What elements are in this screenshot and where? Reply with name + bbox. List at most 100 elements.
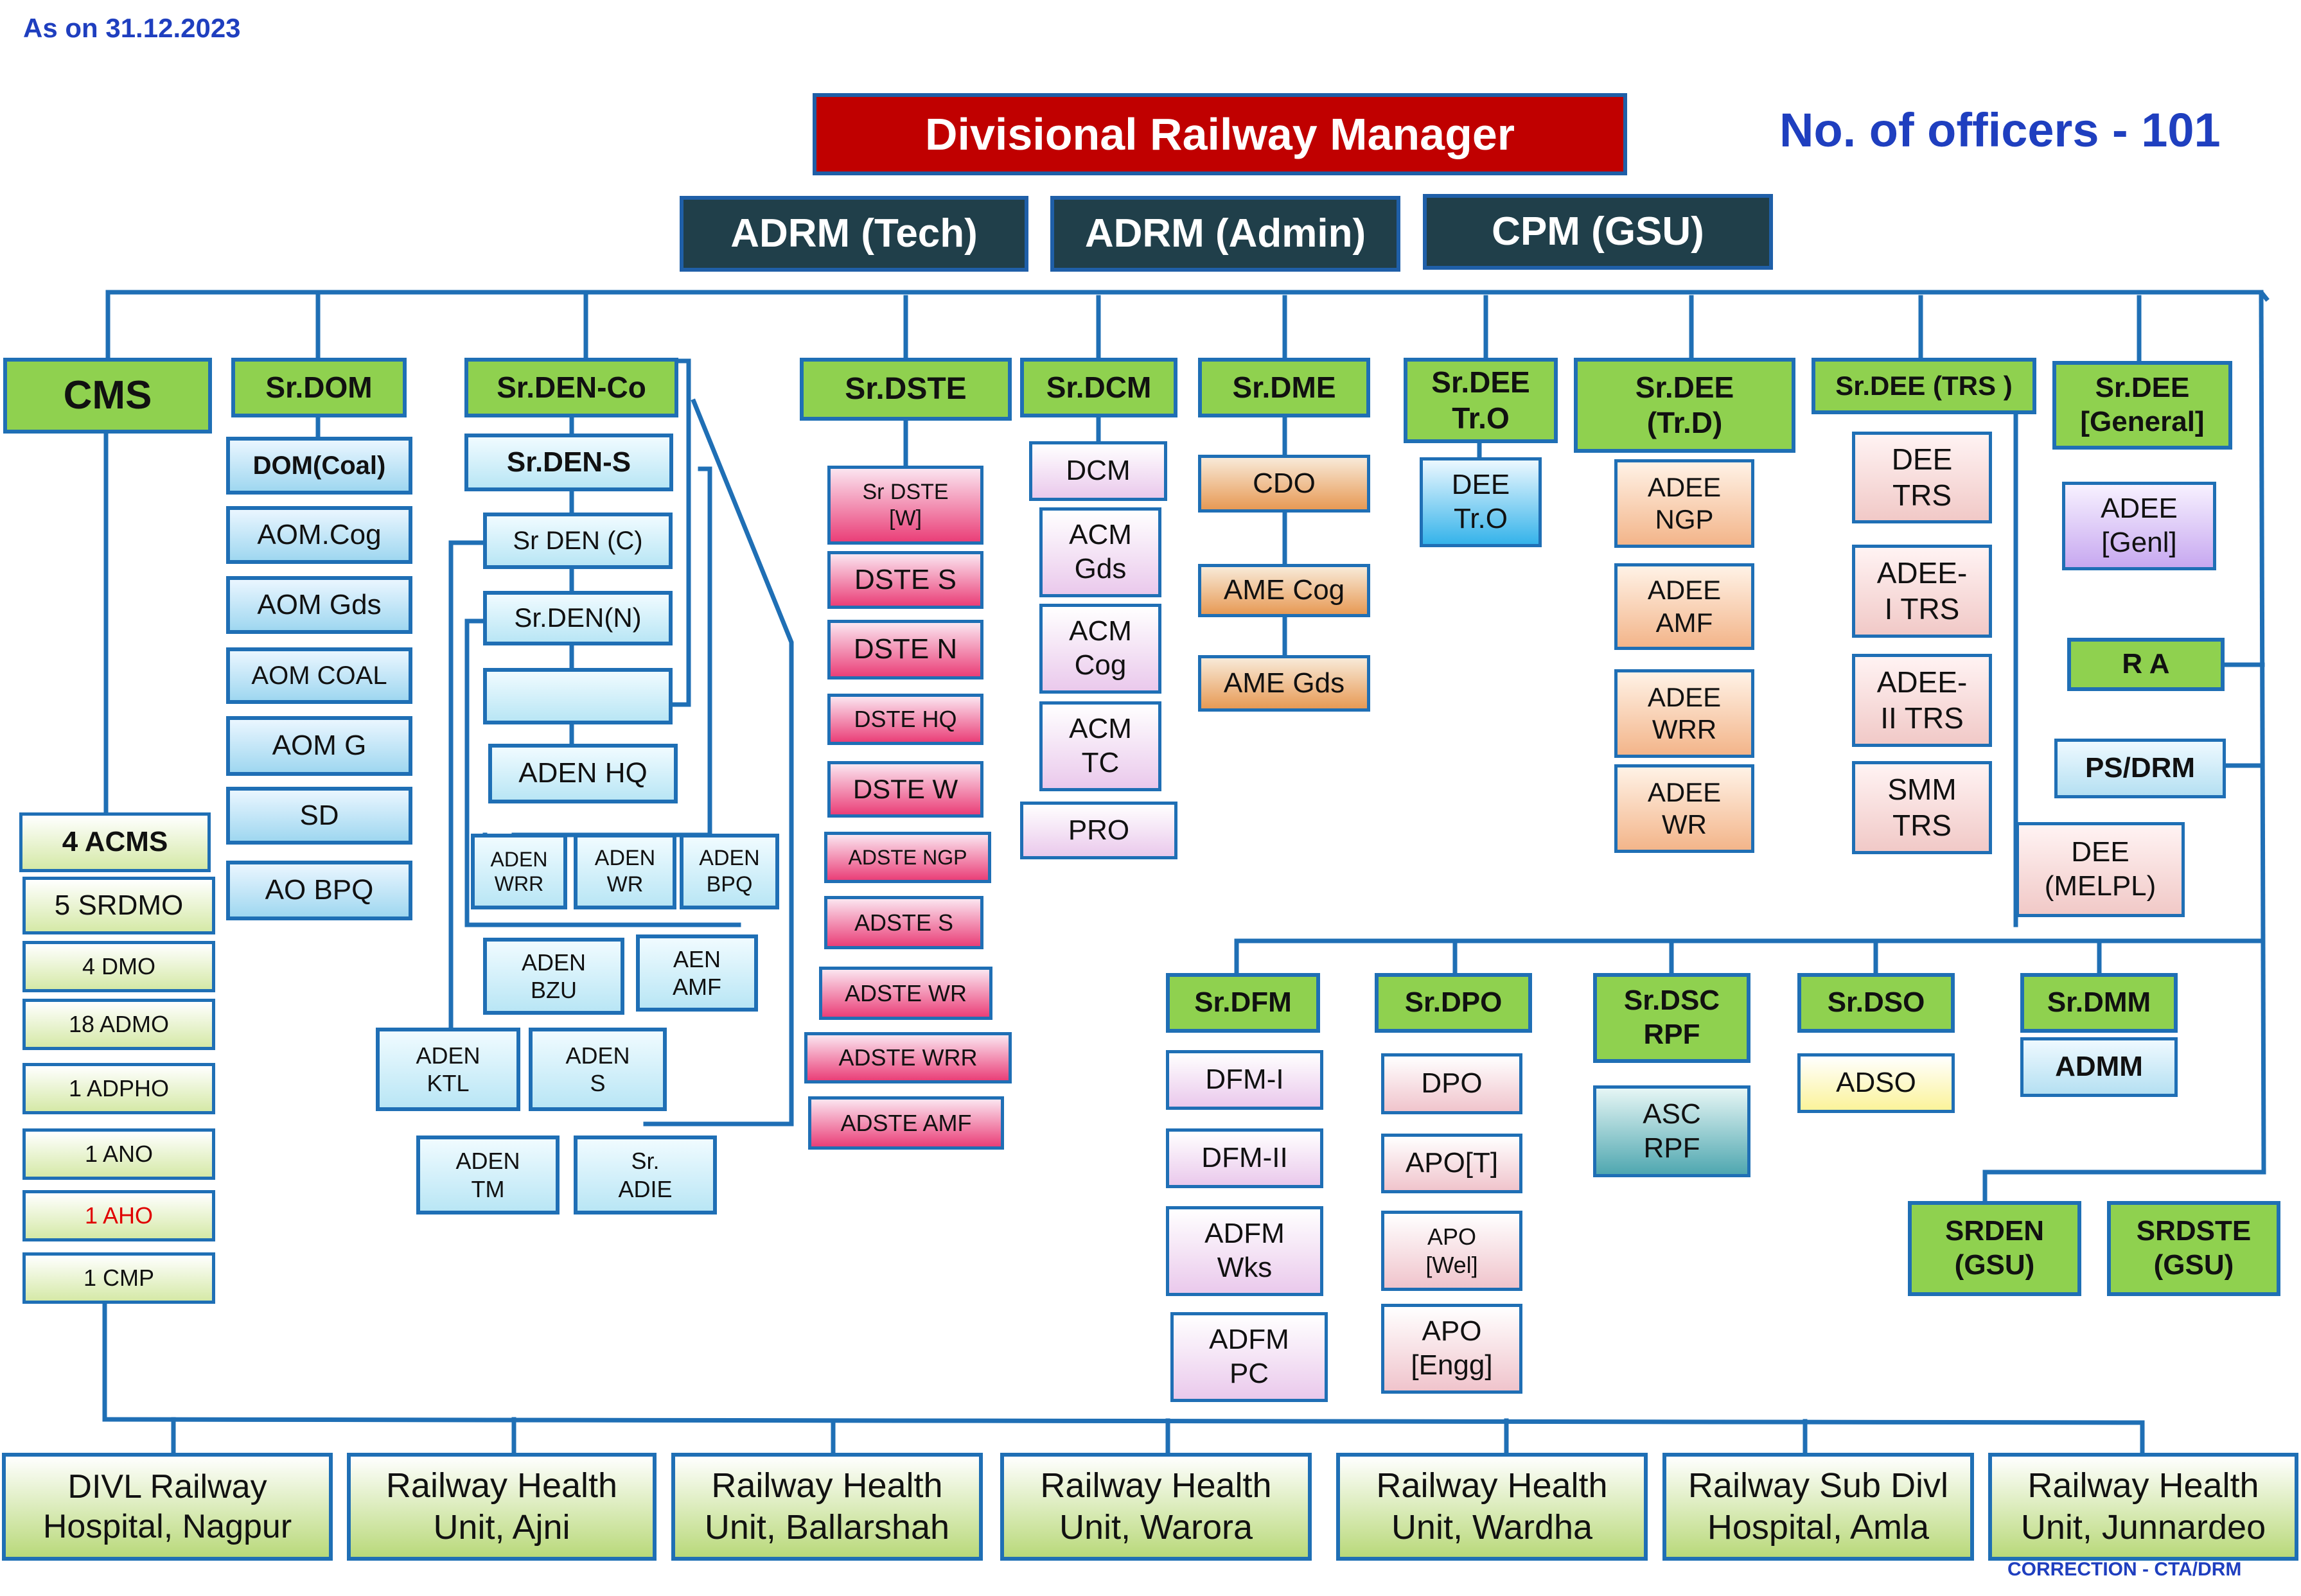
adee-wr-box[interactable]: ADEE WR	[1614, 764, 1754, 853]
admm-box[interactable]: ADMM	[2020, 1037, 2178, 1097]
dste-n-box[interactable]: DSTE N	[827, 620, 983, 680]
srden-c-box[interactable]: Sr DEN (C)	[483, 513, 673, 569]
srdee-tro-box[interactable]: Sr.DEE Tr.O	[1404, 358, 1558, 443]
cpm-gsu-box[interactable]: CPM (GSU)	[1423, 194, 1773, 270]
srden-s-box[interactable]: Sr.DEN-S	[464, 434, 673, 491]
dee-trs-box[interactable]: DEE TRS	[1852, 432, 1992, 523]
health-unit-warora[interactable]: Railway Health Unit, Warora	[1000, 1453, 1312, 1561]
adste-amf-box[interactable]: ADSTE AMF	[808, 1096, 1004, 1150]
dfm-i-box[interactable]: DFM-I	[1166, 1050, 1323, 1110]
pro-box[interactable]: PRO	[1020, 802, 1177, 859]
ao-bpq-box[interactable]: AO BPQ	[226, 861, 412, 920]
sr-dste-w-box[interactable]: Sr DSTE [W]	[827, 466, 983, 545]
drm-box[interactable]: Divisional Railway Manager	[813, 93, 1627, 175]
dom-coal-box[interactable]: DOM(Coal)	[226, 437, 412, 495]
apo-t-box[interactable]: APO[T]	[1381, 1134, 1522, 1193]
srdmm-box[interactable]: Sr.DMM	[2020, 973, 2178, 1033]
acm-tc-box[interactable]: ACM TC	[1039, 701, 1161, 791]
asc-rpf-box[interactable]: ASC RPF	[1593, 1085, 1750, 1177]
cms-unit-1-ano[interactable]: 1 ANO	[22, 1128, 215, 1180]
aden-ktl-box[interactable]: ADEN KTL	[376, 1028, 520, 1111]
srdste-gsu-box[interactable]: SRDSTE (GSU)	[2107, 1201, 2280, 1296]
dee-tro-box[interactable]: DEE Tr.O	[1420, 457, 1542, 547]
health-unit-wardha[interactable]: Railway Health Unit, Wardha	[1336, 1453, 1648, 1561]
aom-gds-box[interactable]: AOM Gds	[226, 576, 412, 634]
srdste-box[interactable]: Sr.DSTE	[800, 358, 1012, 421]
aden-s-box[interactable]: ADEN S	[529, 1028, 667, 1111]
acm-gds-box[interactable]: ACM Gds	[1039, 507, 1161, 597]
psdrm-box[interactable]: PS/DRM	[2054, 739, 2226, 798]
adste-wr-box[interactable]: ADSTE WR	[819, 967, 992, 1020]
adrm-tech-box[interactable]: ADRM (Tech)	[680, 196, 1028, 272]
dfm-ii-box[interactable]: DFM-II	[1166, 1128, 1323, 1188]
dee-melpl-box[interactable]: DEE (MELPL)	[2016, 822, 2185, 917]
adee-genl-box[interactable]: ADEE [Genl]	[2062, 482, 2216, 570]
aden-bpq-box[interactable]: ADEN BPQ	[680, 834, 779, 909]
acm-cog-box[interactable]: ACM Cog	[1039, 604, 1161, 694]
srdsc-rpf-box[interactable]: Sr.DSC RPF	[1593, 973, 1750, 1063]
adfm-pc-box[interactable]: ADFM PC	[1170, 1312, 1328, 1402]
cms-unit-1-aho[interactable]: 1 AHO	[22, 1190, 215, 1241]
aom-cog-box[interactable]: AOM.Cog	[226, 506, 412, 564]
adste-wrr-box[interactable]: ADSTE WRR	[804, 1032, 1012, 1083]
sd-box[interactable]: SD	[226, 787, 412, 845]
cms-box[interactable]: CMS	[3, 358, 212, 434]
ra-box[interactable]: R A	[2067, 638, 2225, 691]
apo-wel-box[interactable]: APO [Wel]	[1381, 1211, 1522, 1291]
sub-divl-hospital-amla[interactable]: Railway Sub Divl Hospital, Amla	[1662, 1453, 1974, 1561]
cms-unit-1-cmp[interactable]: 1 CMP	[22, 1252, 215, 1304]
srden-n-box[interactable]: Sr.DEN(N)	[483, 591, 673, 645]
srdee-general-box[interactable]: Sr.DEE [General]	[2052, 361, 2232, 450]
dpo-box[interactable]: DPO	[1381, 1053, 1522, 1114]
adee-amf-box[interactable]: ADEE AMF	[1614, 563, 1754, 650]
aden-wrr-box[interactable]: ADEN WRR	[471, 834, 567, 909]
dste-hq-box[interactable]: DSTE HQ	[827, 694, 983, 745]
dste-w-box[interactable]: DSTE W	[827, 761, 983, 818]
adso-box[interactable]: ADSO	[1797, 1053, 1955, 1113]
srdee-trs-box[interactable]: Sr.DEE (TRS )	[1812, 358, 2036, 414]
srdcm-box[interactable]: Sr.DCM	[1020, 358, 1177, 417]
adee-ii-trs-box[interactable]: ADEE- II TRS	[1852, 654, 1992, 747]
aom-coal-box[interactable]: AOM COAL	[226, 647, 412, 704]
aen-amf-box[interactable]: AEN AMF	[636, 934, 758, 1012]
health-unit-ajni[interactable]: Railway Health Unit, Ajni	[347, 1453, 657, 1561]
srdenco-box[interactable]: Sr.DEN-Co	[464, 358, 678, 417]
aden-tm-box[interactable]: ADEN TM	[416, 1136, 560, 1215]
srdee-trd-box[interactable]: Sr.DEE (Tr.D)	[1574, 358, 1795, 453]
srdpo-box[interactable]: Sr.DPO	[1375, 973, 1532, 1033]
aom-g-box[interactable]: AOM G	[226, 716, 412, 776]
aden-hq-box[interactable]: ADEN HQ	[488, 744, 678, 803]
ame-gds-box[interactable]: AME Gds	[1198, 655, 1370, 712]
adee-i-trs-box[interactable]: ADEE- I TRS	[1852, 545, 1992, 638]
dste-s-box[interactable]: DSTE S	[827, 551, 983, 609]
health-unit-junnardeo[interactable]: Railway Health Unit, Junnardeo	[1988, 1453, 2298, 1561]
adee-ngp-box[interactable]: ADEE NGP	[1614, 459, 1754, 548]
cms-unit-5-srdmo[interactable]: 5 SRDMO	[22, 877, 215, 934]
health-unit-ballarshah[interactable]: Railway Health Unit, Ballarshah	[671, 1453, 983, 1561]
dcm-box[interactable]: DCM	[1029, 441, 1167, 501]
cms-unit-1-adpho[interactable]: 1 ADPHO	[22, 1063, 215, 1114]
srden-gsu-box[interactable]: SRDEN (GSU)	[1908, 1201, 2081, 1296]
aden-wr-box[interactable]: ADEN WR	[574, 834, 676, 909]
adfm-wks-box[interactable]: ADFM Wks	[1166, 1206, 1323, 1296]
ame-cog-box[interactable]: AME Cog	[1198, 564, 1370, 617]
srdme-box[interactable]: Sr.DME	[1198, 358, 1370, 417]
aden-bzu-box[interactable]: ADEN BZU	[483, 938, 624, 1015]
adste-ngp-box[interactable]: ADSTE NGP	[824, 832, 991, 883]
srdom-box[interactable]: Sr.DOM	[231, 358, 407, 417]
srdfm-box[interactable]: Sr.DFM	[1166, 973, 1320, 1033]
smm-trs-box[interactable]: SMM TRS	[1852, 761, 1992, 854]
cdo-box[interactable]: CDO	[1198, 455, 1370, 513]
hospital-nagpur[interactable]: DIVL Railway Hospital, Nagpur	[2, 1453, 333, 1561]
den-blank-box[interactable]	[483, 668, 673, 724]
sr-adie-box[interactable]: Sr. ADIE	[574, 1136, 717, 1215]
adste-s-box[interactable]: ADSTE S	[824, 896, 983, 949]
cms-unit-18-admo[interactable]: 18 ADMO	[22, 999, 215, 1050]
apo-engg-box[interactable]: APO [Engg]	[1381, 1304, 1522, 1394]
adrm-admin-box[interactable]: ADRM (Admin)	[1050, 196, 1400, 272]
adee-wrr-box[interactable]: ADEE WRR	[1614, 669, 1754, 758]
cms-unit-4-acms[interactable]: 4 ACMS	[19, 812, 211, 872]
srdso-box[interactable]: Sr.DSO	[1797, 973, 1955, 1033]
cms-unit-4-dmo[interactable]: 4 DMO	[22, 941, 215, 992]
